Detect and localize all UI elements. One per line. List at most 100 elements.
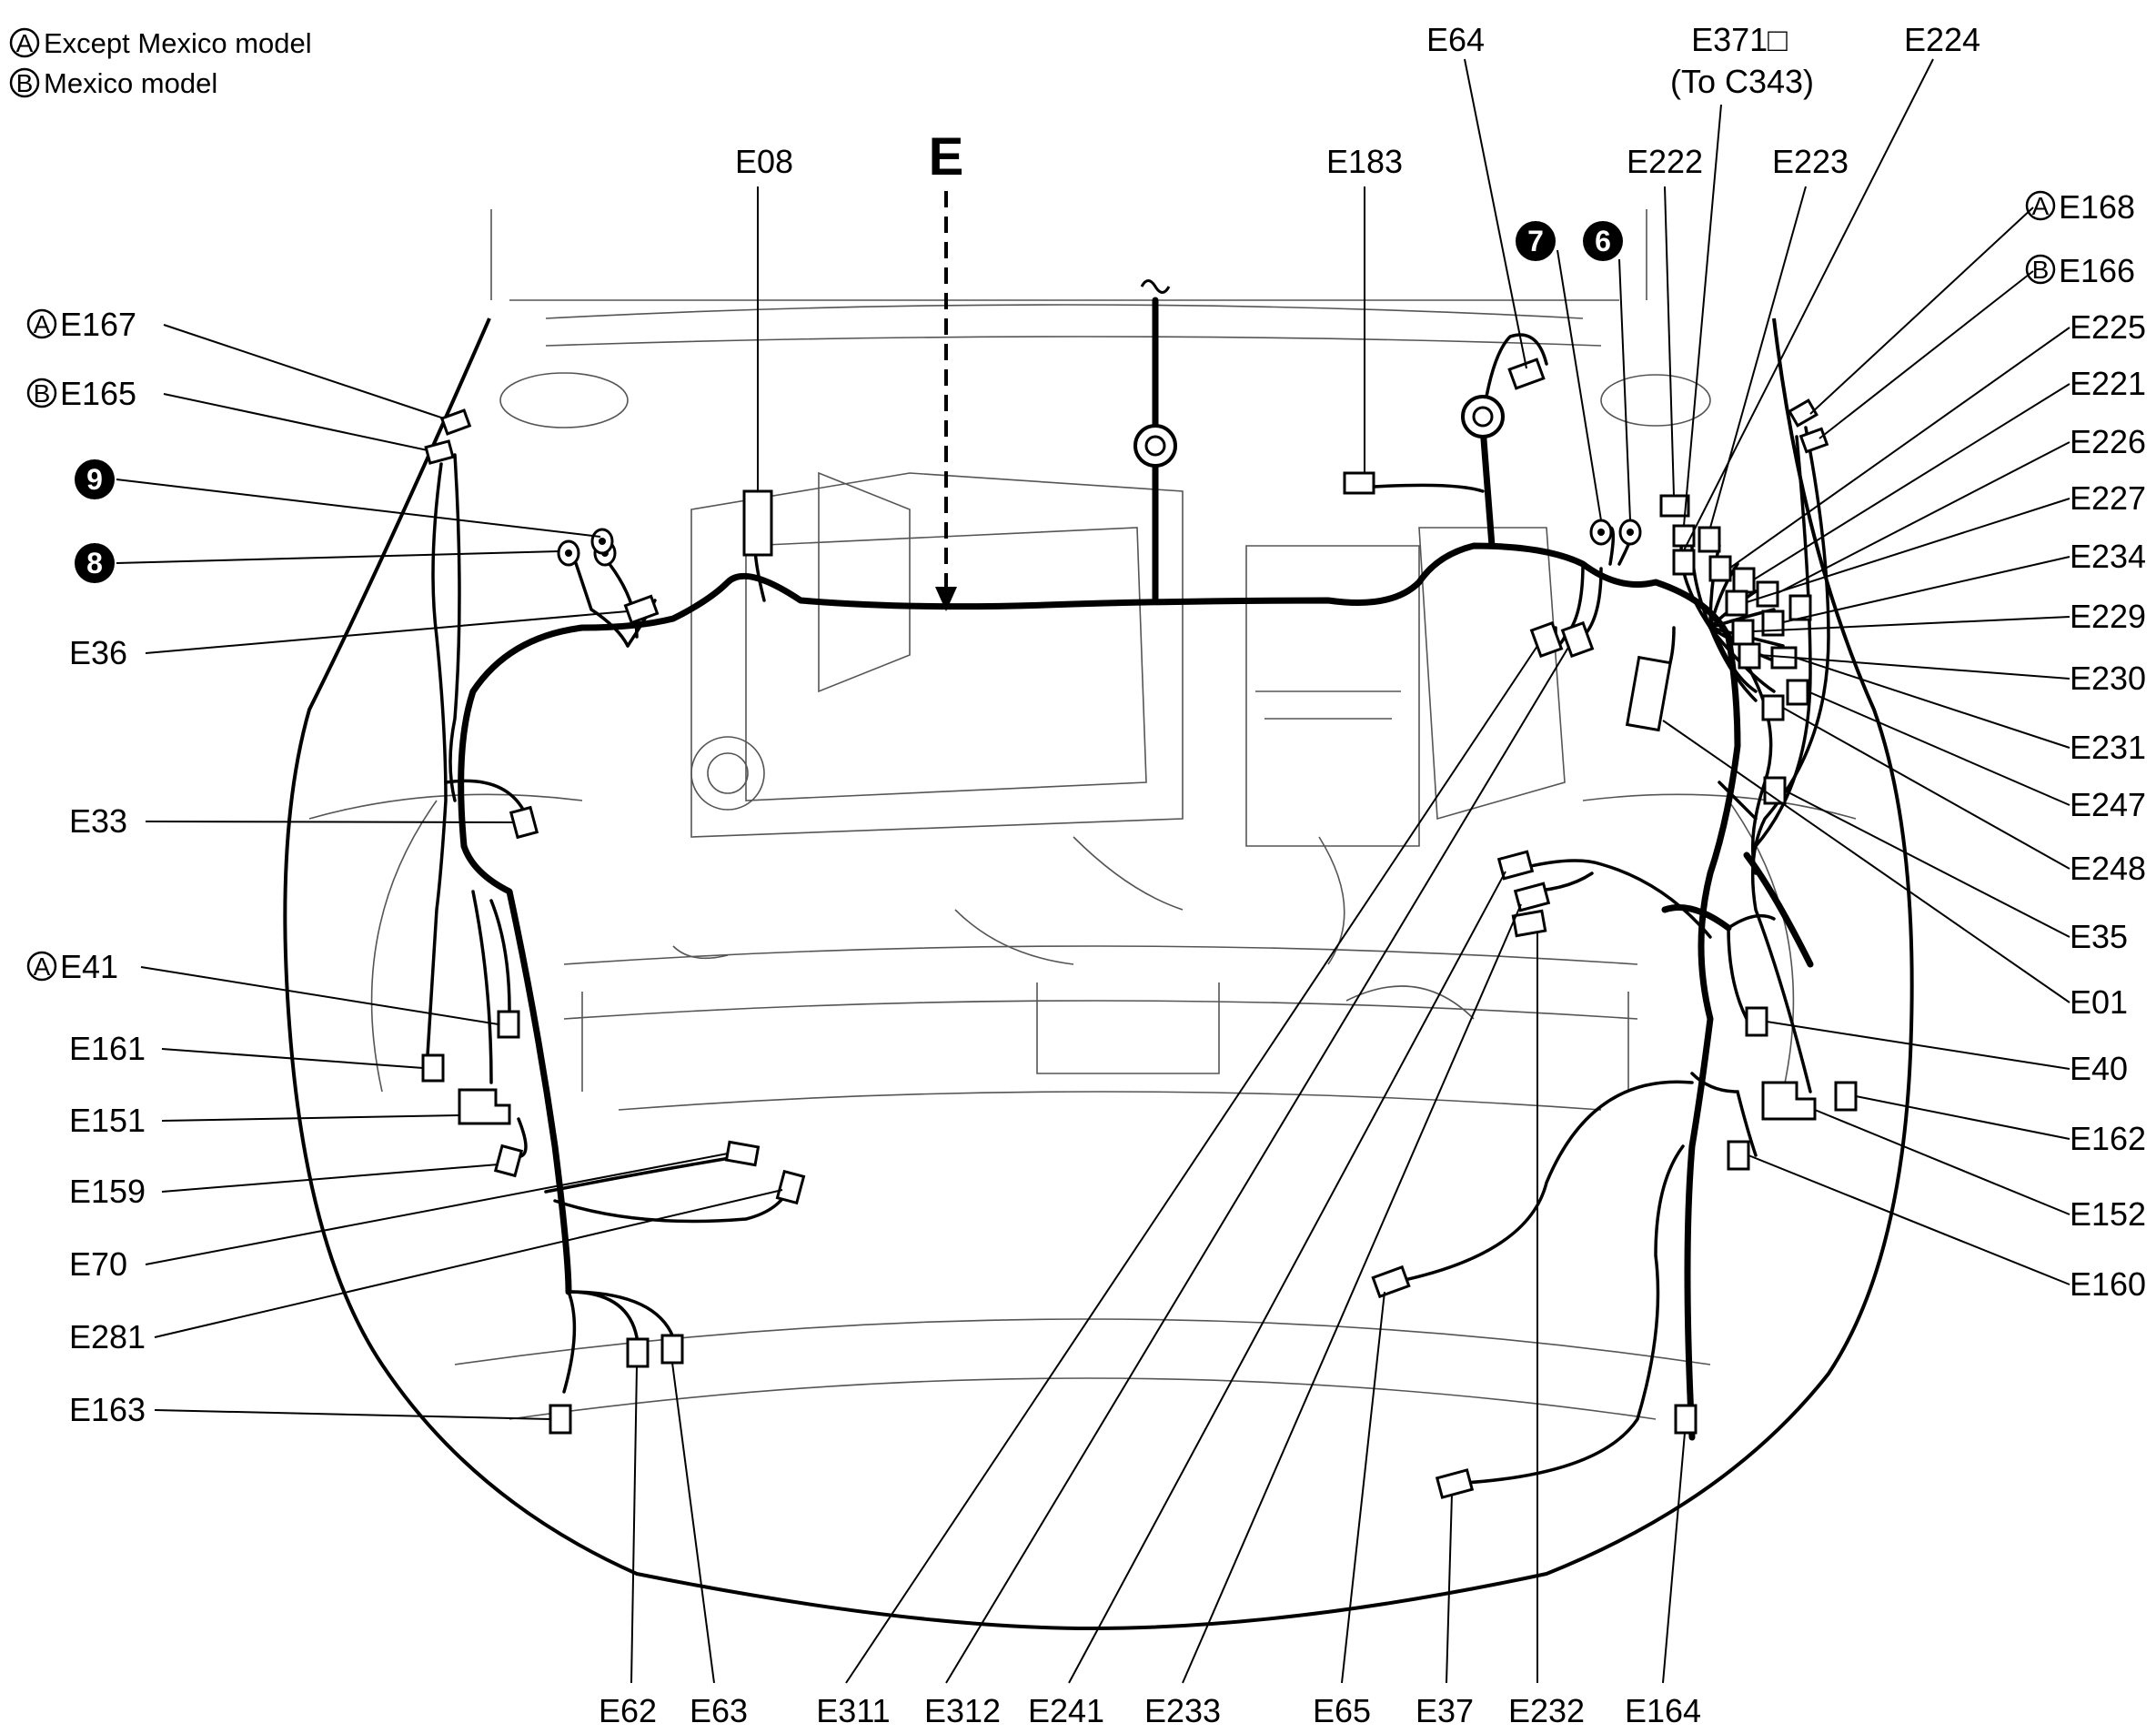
- connectors: [421, 358, 1858, 1499]
- label-e168: E168: [2059, 188, 2135, 226]
- main-harness: [426, 297, 1830, 1485]
- circled-a-mark: [26, 951, 57, 982]
- connector-e312: [1560, 620, 1595, 659]
- connector-e183: [1343, 471, 1375, 495]
- circled-a-mark: [2025, 190, 2056, 221]
- label-e35: E35: [2070, 918, 2128, 955]
- badge-7: 7: [1516, 221, 1556, 261]
- connector-e224: [1672, 549, 1696, 576]
- ground-terminal-6: [1618, 519, 1642, 546]
- legend-b-text: Mexico model: [44, 67, 217, 99]
- connector-labels: A E167 B E165 E36 E33 A E41 E161 E151 E1…: [26, 21, 2146, 1729]
- connector-e165: [424, 439, 455, 465]
- label-e163: E163: [69, 1391, 146, 1428]
- grommet-right: [1461, 395, 1505, 438]
- label-e165-variant: B: [34, 379, 51, 408]
- connector-e163: [549, 1404, 572, 1435]
- label-e371: E371□: [1691, 21, 1788, 58]
- label-e159: E159: [69, 1173, 146, 1210]
- ground-terminals: [557, 519, 1642, 567]
- connector-e227: [1725, 589, 1748, 617]
- svg-text:7: 7: [1527, 225, 1544, 257]
- connector-e229: [1731, 619, 1755, 646]
- connector-e225: [1708, 555, 1732, 582]
- connector-e41: [497, 1010, 520, 1039]
- connector-e160: [1727, 1140, 1750, 1171]
- label-e311: E311: [816, 1692, 890, 1729]
- connector-e151: [458, 1088, 511, 1125]
- connector-e40: [1745, 1006, 1768, 1037]
- legend-item-except-mexico: A Except Mexico model: [9, 27, 312, 59]
- connector-e08: [742, 489, 773, 557]
- view-arrow-e: E: [929, 127, 964, 611]
- circled-b-mark: [2025, 254, 2056, 285]
- connector-e232-top: [1788, 594, 1812, 621]
- connector-e64: [1507, 358, 1546, 390]
- label-e160: E160: [2070, 1265, 2146, 1303]
- circled-a-mark: [26, 308, 57, 339]
- engine-bay-outline: [308, 209, 1857, 1420]
- connector-e281: [775, 1169, 806, 1205]
- connector-e230: [1738, 642, 1761, 670]
- label-e37: E37: [1416, 1692, 1474, 1729]
- svg-text:6: 6: [1595, 225, 1611, 257]
- connector-e223: [1698, 526, 1721, 553]
- label-e164: E164: [1625, 1692, 1701, 1729]
- connector-e62: [626, 1337, 650, 1368]
- legend: A Except Mexico model B Mexico model: [9, 27, 312, 99]
- label-e161: E161: [69, 1030, 146, 1067]
- connector-e70: [724, 1140, 761, 1167]
- label-e33: E33: [69, 802, 127, 840]
- label-e36: E36: [69, 634, 127, 671]
- label-e152: E152: [2070, 1195, 2146, 1233]
- label-e08: E08: [735, 143, 793, 180]
- connector-e63: [660, 1334, 684, 1365]
- label-e222: E222: [1627, 143, 1703, 180]
- label-e234: E234: [2070, 538, 2146, 575]
- circled-a-mark: [9, 27, 40, 58]
- connector-e164: [1674, 1404, 1698, 1435]
- connector-e35: [1763, 776, 1787, 805]
- label-e01: E01: [2070, 983, 2128, 1021]
- view-label: E: [929, 127, 964, 186]
- label-e63: E63: [690, 1692, 748, 1729]
- label-e41: E41: [60, 948, 118, 985]
- connector-e221: [1732, 567, 1756, 594]
- connector-e37: [1435, 1468, 1475, 1499]
- wire-break-mark: [1140, 279, 1171, 294]
- connector-e162: [1834, 1081, 1858, 1112]
- label-e40: E40: [2070, 1050, 2128, 1087]
- label-e223: E223: [1772, 143, 1849, 180]
- badge-9: 9: [75, 459, 115, 499]
- circled-b-mark: [26, 378, 57, 408]
- label-e41-variant: A: [34, 952, 51, 981]
- label-e225: E225: [2070, 308, 2146, 346]
- ground-terminal-7: [1589, 519, 1613, 546]
- label-e183: E183: [1326, 143, 1403, 180]
- connector-e247: [1786, 679, 1809, 706]
- label-to-c343: (To C343): [1670, 63, 1814, 100]
- label-e231: E231: [2070, 729, 2146, 766]
- label-e226: E226: [2070, 423, 2146, 460]
- connector-e248: [1761, 694, 1785, 721]
- label-e230: E230: [2070, 660, 2146, 697]
- ground-badges: 9 8 7 6: [75, 221, 1623, 583]
- label-e232: E232: [1508, 1692, 1585, 1729]
- connector-e152: [1761, 1081, 1817, 1121]
- circled-b-mark: [9, 67, 40, 98]
- connector-e241: [1496, 850, 1535, 881]
- label-e70: E70: [69, 1245, 127, 1283]
- label-e168-variant: A: [2032, 192, 2050, 220]
- grommet-center: [1133, 424, 1177, 468]
- connector-e159: [493, 1144, 524, 1178]
- label-e167-variant: A: [34, 310, 51, 338]
- connector-e234: [1761, 610, 1785, 637]
- label-e167: E167: [60, 306, 136, 343]
- connector-e65: [1371, 1264, 1411, 1299]
- connector-e166: [1798, 427, 1829, 454]
- connector-e168: [1788, 398, 1818, 428]
- label-e229: E229: [2070, 598, 2146, 635]
- connector-e233: [1513, 882, 1551, 912]
- label-e312: E312: [924, 1692, 1001, 1729]
